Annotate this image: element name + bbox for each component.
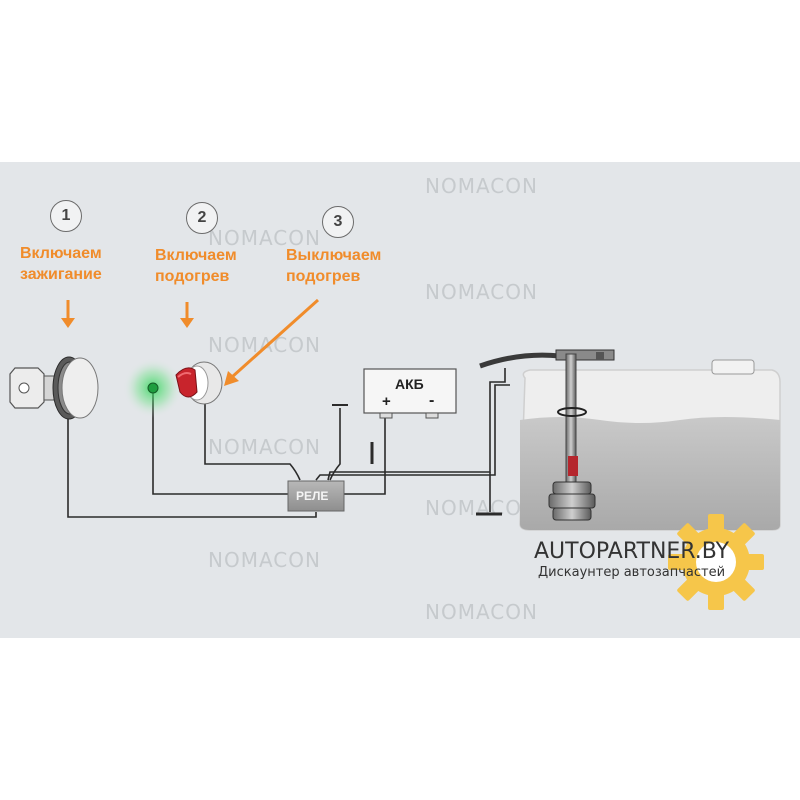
wire-button bbox=[204, 402, 301, 481]
step-arrows bbox=[61, 298, 320, 386]
gear-icon bbox=[668, 514, 764, 610]
step-1-number: 1 bbox=[50, 200, 82, 232]
watermark: NOMACON bbox=[208, 333, 321, 357]
watermark: NOMACON bbox=[425, 496, 538, 520]
watermark: NOMACON bbox=[208, 435, 321, 459]
wires bbox=[67, 368, 510, 518]
wire-battery-plus bbox=[344, 414, 386, 495]
step-2-number: 2 bbox=[186, 202, 218, 234]
indicator-led bbox=[147, 382, 159, 394]
heater-element bbox=[548, 353, 596, 521]
ignition-key-icon bbox=[9, 356, 99, 420]
wire-indicator bbox=[152, 392, 288, 495]
battery-minus-label: - bbox=[429, 392, 435, 409]
watermark: NOMACON bbox=[208, 226, 321, 250]
wire-heater bbox=[327, 368, 506, 481]
wire-ground-relay bbox=[329, 408, 341, 481]
watermark: NOMACON bbox=[425, 600, 538, 624]
step-3-number: 3 bbox=[322, 206, 354, 238]
heater-button-icon bbox=[175, 361, 223, 405]
watermark: NOMACON bbox=[425, 280, 538, 304]
step-1-label: Включаем зажигание bbox=[20, 245, 102, 283]
wire-heater-2 bbox=[315, 384, 510, 481]
brand-name: AUTOPARTNER.BY bbox=[534, 539, 730, 564]
wire-ignition bbox=[67, 408, 317, 518]
watermark: NOMACON bbox=[208, 548, 321, 572]
brand-tagline: Дискаунтер автозапчастей bbox=[538, 565, 726, 580]
step-2-label: Включаем подогрев bbox=[155, 247, 237, 285]
step-3-label: Выключаем подогрев bbox=[286, 247, 382, 285]
relay-label: РЕЛЕ bbox=[296, 489, 329, 503]
battery bbox=[363, 368, 457, 419]
watermark: NOMACON bbox=[425, 174, 538, 198]
battery-plus-label: + bbox=[382, 393, 391, 410]
relay-box bbox=[287, 480, 345, 512]
battery-label: АКБ bbox=[395, 376, 424, 392]
